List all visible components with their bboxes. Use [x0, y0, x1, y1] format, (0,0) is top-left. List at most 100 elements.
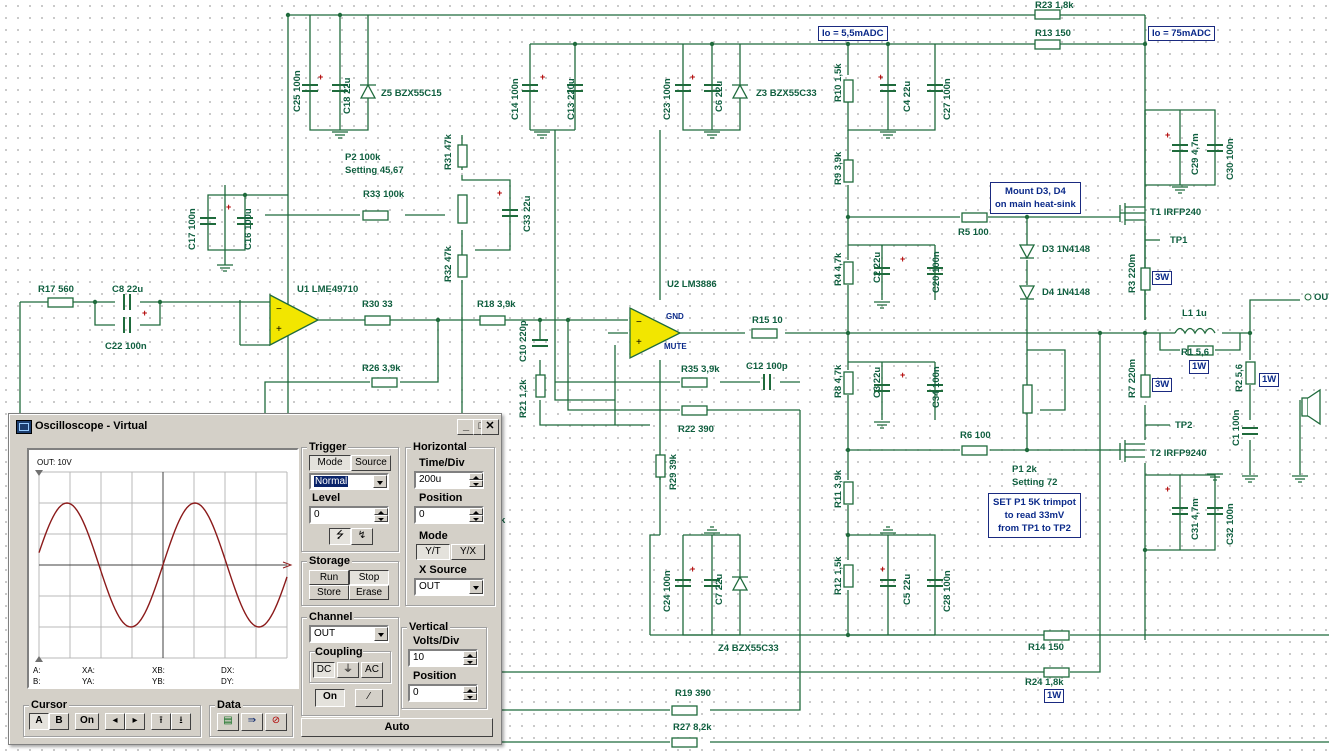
label-r5: R5 100	[958, 227, 989, 238]
label-mute-pin: MUTE	[664, 342, 687, 351]
trigger-mode-button[interactable]: Mode	[309, 455, 351, 471]
capacitor-c12	[763, 374, 771, 390]
h-position-input[interactable]: 0	[414, 506, 484, 524]
speaker-cone	[1307, 388, 1321, 426]
falling-edge-button[interactable]: ⭍	[329, 528, 351, 545]
wire	[287, 14, 1145, 470]
label-r12: R12 1,5k	[833, 556, 844, 595]
cursor-down-button[interactable]: ⭳	[171, 713, 191, 730]
auto-button[interactable]: Auto	[301, 718, 493, 737]
title-bar[interactable]: Oscilloscope - Virtual _ □ ✕	[11, 416, 499, 436]
junction	[1097, 330, 1103, 336]
export-data-button[interactable]: ▤	[217, 713, 239, 731]
close-button[interactable]: ✕	[481, 419, 499, 435]
run-button[interactable]: Run	[309, 570, 349, 585]
note-line: on main heat-sink	[995, 199, 1076, 210]
capacitor-c30	[1207, 144, 1223, 152]
time-div-spinner[interactable]	[469, 473, 483, 487]
v-position-input[interactable]: 0	[408, 684, 478, 702]
label-c18: C18 22u	[342, 77, 353, 114]
oscilloscope-window[interactable]: Oscilloscope - Virtual _ □ ✕ OUT: 10V	[8, 413, 502, 745]
polarity-mark: +	[1165, 484, 1170, 494]
label-r17: R17 560	[38, 284, 74, 295]
xsource-select[interactable]: OUT	[414, 578, 484, 596]
cursor-b-button[interactable]: B	[49, 713, 69, 730]
label-d3: D3 1N4148	[1042, 244, 1091, 255]
h-mode-label: Mode	[419, 530, 448, 542]
chevron-down-icon[interactable]	[373, 475, 387, 488]
label-r6: R6 100	[960, 430, 991, 441]
erase-button[interactable]: Erase	[349, 585, 389, 600]
speaker-icon	[1301, 397, 1309, 417]
badge-3w: 3W	[1152, 378, 1173, 392]
spin-up-icon[interactable]	[463, 651, 477, 658]
h-position-spinner[interactable]	[469, 508, 483, 522]
capacitor-c24	[675, 579, 691, 587]
resistor-p1	[1022, 384, 1033, 414]
h-position-label: Position	[419, 492, 463, 504]
capacitor-c25	[302, 84, 318, 92]
wire	[500, 410, 801, 711]
chevron-down-icon[interactable]	[469, 580, 483, 594]
spin-down-icon[interactable]	[374, 515, 388, 522]
resistor-r13	[1034, 39, 1061, 50]
cursor-right-button[interactable]: ▸	[125, 713, 145, 730]
trigger-source-button[interactable]: Source	[351, 455, 391, 471]
spin-down-icon[interactable]	[463, 693, 477, 700]
resistor-r5	[961, 212, 988, 223]
coupling-ac-button[interactable]: AC	[361, 662, 383, 678]
mode-yt-button[interactable]: Y/T	[416, 544, 450, 560]
trigger-level-spinner[interactable]	[374, 508, 388, 522]
trigger-title: Trigger	[307, 441, 349, 453]
wire	[461, 175, 511, 251]
scope-display[interactable]: OUT: 10V A: B: XA: YA: XB: YB: DX: DY:	[27, 448, 299, 689]
spin-up-icon[interactable]	[469, 473, 483, 480]
copy-data-button[interactable]: ⇛	[241, 713, 263, 731]
label-r4: R4 4,7k	[833, 252, 844, 286]
label-c33: C33 22u	[522, 195, 533, 232]
chevron-down-icon[interactable]	[374, 627, 388, 641]
cursor-on-button[interactable]: On	[75, 713, 99, 730]
spin-down-icon[interactable]	[469, 515, 483, 522]
store-button[interactable]: Store	[309, 585, 349, 600]
capacitor-c34	[927, 384, 943, 392]
spin-down-icon[interactable]	[463, 658, 477, 665]
trigger-mode-select[interactable]: Normal	[309, 473, 389, 490]
spin-up-icon[interactable]	[469, 508, 483, 515]
mode-yx-button[interactable]: Y/X	[451, 544, 485, 560]
opamp-plus: +	[276, 324, 282, 335]
label-p1: P1 2k	[1012, 464, 1037, 475]
label-gnd-pin: GND	[666, 312, 684, 321]
volts-div-spinner[interactable]	[463, 651, 477, 665]
clear-data-button[interactable]: ⊘	[265, 713, 287, 731]
spin-up-icon[interactable]	[463, 686, 477, 693]
v-position-spinner[interactable]	[463, 686, 477, 700]
arrow-up-icon: ⭱	[159, 715, 163, 726]
spin-down-icon[interactable]	[469, 480, 483, 487]
label-c13: C13 220u	[566, 78, 577, 120]
spin-up-icon[interactable]	[374, 508, 388, 515]
label-c27: C27 100n	[942, 78, 953, 120]
time-div-input[interactable]: 200u	[414, 471, 484, 489]
cursor-up-button[interactable]: ⭱	[151, 713, 171, 730]
junction	[885, 41, 891, 47]
label-tp2: TP2	[1175, 420, 1193, 431]
stop-button[interactable]: Stop	[349, 570, 389, 585]
junction	[1247, 330, 1253, 336]
resistor-r21	[535, 374, 546, 398]
coupling-gnd-button[interactable]: ⏚	[337, 662, 359, 678]
channel-select[interactable]: OUT	[309, 625, 389, 643]
note-line: to read 33mV	[1004, 510, 1065, 521]
capacitor-c2	[874, 267, 890, 275]
rising-edge-button[interactable]: ↯	[351, 528, 373, 545]
cursor-left-button[interactable]: ◂	[105, 713, 125, 730]
storage-title: Storage	[307, 555, 352, 567]
volts-div-input[interactable]: 10	[408, 649, 478, 667]
channel-on-button[interactable]: On	[315, 689, 345, 707]
label-c4: C4 22u	[902, 80, 913, 112]
coupling-dc-button[interactable]: DC	[313, 662, 335, 678]
cursor-a-button[interactable]: A	[29, 713, 49, 730]
channel-color-button[interactable]: ⁄	[355, 689, 383, 707]
trigger-level-input[interactable]: 0	[309, 506, 389, 524]
